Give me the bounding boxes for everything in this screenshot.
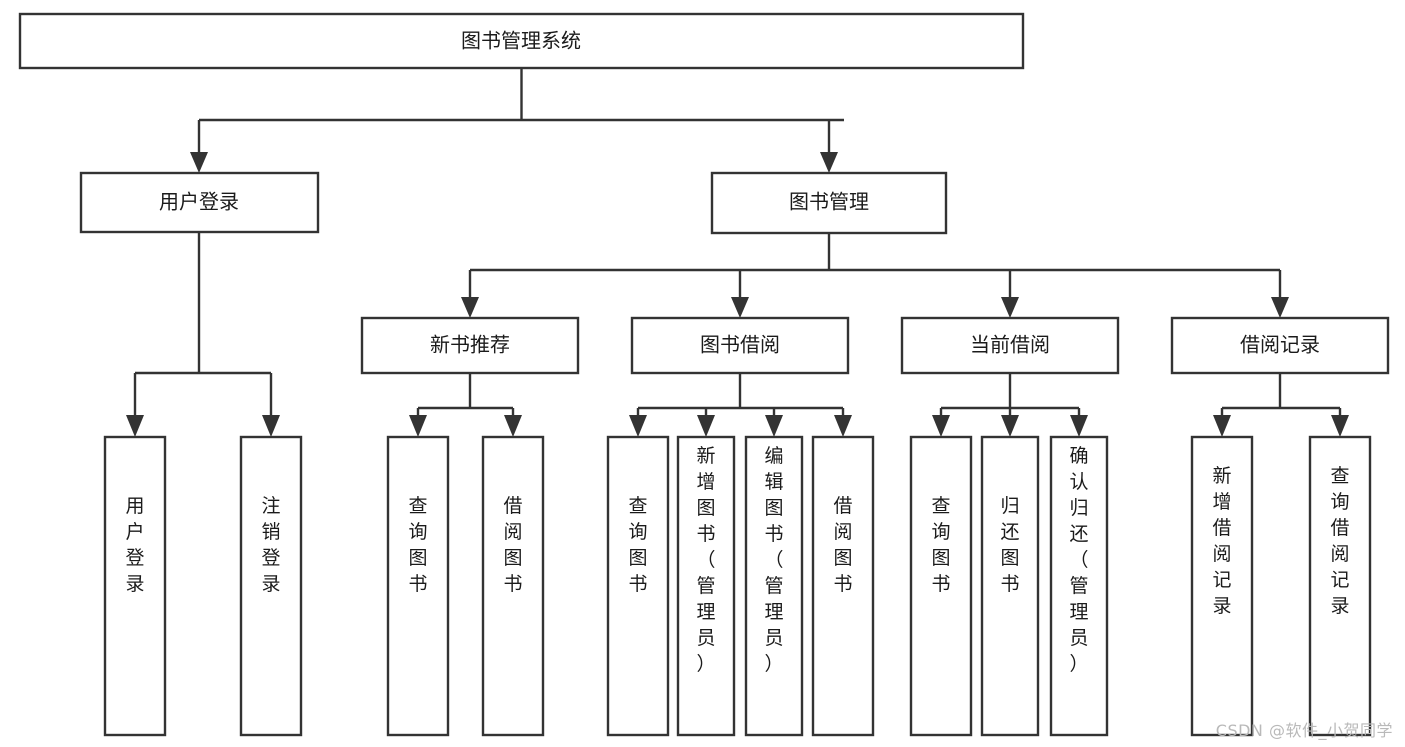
arrowhead-leaf-query-book-1 <box>409 415 427 437</box>
arrowhead-new-book-recommend <box>461 297 479 318</box>
node-leaf-borrow-book-1[interactable]: 借阅图书 <box>481 435 545 737</box>
node-leaf-borrow-book-2-box[interactable] <box>811 435 875 737</box>
arrowhead-borrow-record <box>1271 297 1289 318</box>
node-leaf-query-book-3[interactable]: 查询图书 <box>909 435 973 737</box>
node-leaf-query-book-1-box[interactable] <box>386 435 450 737</box>
node-leaf-add-book[interactable]: 新增图书（管理员） <box>676 435 736 737</box>
node-leaf-query-record-box[interactable] <box>1308 435 1372 737</box>
node-leaf-confirm-return[interactable]: 确认归还（管理员） <box>1049 435 1109 737</box>
node-leaf-query-record[interactable]: 查询借阅记录 <box>1308 435 1372 737</box>
node-leaf-query-book-3-box[interactable] <box>909 435 973 737</box>
node-leaf-borrow-book-1-label: 借阅图书 <box>503 495 522 595</box>
node-leaf-logout-login[interactable]: 注销登录 <box>239 435 303 737</box>
node-leaf-user-login[interactable]: 用户登录 <box>103 435 167 737</box>
node-leaf-borrow-book-1-box[interactable] <box>481 435 545 737</box>
node-current-borrow-box[interactable] <box>900 316 1120 375</box>
arrowhead-leaf-edit-book <box>765 415 783 437</box>
node-leaf-query-book-1-label: 查询图书 <box>408 495 427 595</box>
node-borrow-record-box[interactable] <box>1170 316 1390 375</box>
arrowhead-user-login <box>190 152 208 173</box>
connector-group-book-manage <box>461 234 1289 318</box>
node-leaf-borrow-book-2[interactable]: 借阅图书 <box>811 435 875 737</box>
connector-group-borrow-record <box>1213 374 1349 437</box>
node-leaf-add-book-label: 新增图书（管理员） <box>696 445 715 675</box>
node-user-login-box[interactable] <box>79 171 320 234</box>
node-new-book-recommend-box[interactable] <box>360 316 580 375</box>
node-leaf-confirm-return-box[interactable] <box>1049 435 1109 737</box>
node-leaf-user-login-box[interactable] <box>103 435 167 737</box>
node-root-label: 图书管理系统 <box>461 29 581 53</box>
arrowhead-book-manage <box>820 152 838 173</box>
arrowhead-leaf-add-record <box>1213 415 1231 437</box>
node-leaf-add-record[interactable]: 新增借阅记录 <box>1190 435 1254 737</box>
node-leaf-logout-login-box[interactable] <box>239 435 303 737</box>
connector-group-user-login <box>126 232 280 437</box>
arrowhead-leaf-logout-login <box>262 415 280 437</box>
arrowhead-book-borrow <box>731 297 749 318</box>
node-leaf-logout-login-label: 注销登录 <box>261 495 280 595</box>
node-root[interactable]: 图书管理系统 <box>18 12 1025 70</box>
node-borrow-record-label: 借阅记录 <box>1240 333 1320 357</box>
node-leaf-query-record-label: 查询借阅记录 <box>1330 465 1349 617</box>
arrowhead-leaf-user-login <box>126 415 144 437</box>
arrowhead-leaf-query-record <box>1331 415 1349 437</box>
arrowhead-current-borrow <box>1001 297 1019 318</box>
node-leaf-query-book-2-box[interactable] <box>606 435 670 737</box>
csdn-watermark: CSDN @软件_小贺同学 <box>1215 721 1393 740</box>
node-root-box[interactable] <box>18 12 1025 70</box>
node-borrow-record[interactable]: 借阅记录 <box>1170 316 1390 375</box>
arrowhead-leaf-query-book-3 <box>932 415 950 437</box>
node-book-borrow-box[interactable] <box>630 316 850 375</box>
node-leaf-add-record-label: 新增借阅记录 <box>1212 465 1231 617</box>
node-leaf-query-book-2-label: 查询图书 <box>628 495 647 595</box>
connector-group-current-borrow <box>932 374 1088 437</box>
node-leaf-add-book-box[interactable] <box>676 435 736 737</box>
node-leaf-edit-book-label: 编辑图书（管理员） <box>764 445 783 675</box>
arrowhead-leaf-return-book <box>1001 415 1019 437</box>
node-user-login[interactable]: 用户登录 <box>79 171 320 234</box>
node-leaf-query-book-3-label: 查询图书 <box>931 495 950 595</box>
node-leaf-user-login-label: 用户登录 <box>125 495 144 595</box>
node-book-borrow-label: 图书借阅 <box>700 333 780 357</box>
arrowhead-leaf-borrow-book-2 <box>834 415 852 437</box>
node-book-manage-box[interactable] <box>710 171 948 235</box>
node-user-login-label: 用户登录 <box>159 190 239 214</box>
node-leaf-edit-book[interactable]: 编辑图书（管理员） <box>744 435 804 737</box>
node-current-borrow-label: 当前借阅 <box>970 333 1050 357</box>
arrowhead-leaf-borrow-book-1 <box>504 415 522 437</box>
node-new-book-recommend[interactable]: 新书推荐 <box>360 316 580 375</box>
node-book-manage-label: 图书管理 <box>789 190 869 214</box>
node-leaf-query-book-2[interactable]: 查询图书 <box>606 435 670 737</box>
connector-group-root <box>190 68 844 173</box>
arrowhead-leaf-add-book <box>697 415 715 437</box>
arrowhead-leaf-confirm-return <box>1070 415 1088 437</box>
node-leaf-confirm-return-label: 确认归还（管理员） <box>1069 445 1088 675</box>
node-leaf-edit-book-box[interactable] <box>744 435 804 737</box>
connector-group-new-book-recommend <box>409 374 522 437</box>
node-book-borrow[interactable]: 图书借阅 <box>630 316 850 375</box>
node-current-borrow[interactable]: 当前借阅 <box>900 316 1120 375</box>
connector-group-book-borrow <box>629 374 852 437</box>
node-leaf-borrow-book-2-label: 借阅图书 <box>833 495 852 595</box>
node-new-book-recommend-label: 新书推荐 <box>430 333 510 357</box>
node-leaf-return-book-box[interactable] <box>980 435 1040 737</box>
arrowhead-leaf-query-book-2 <box>629 415 647 437</box>
node-leaf-return-book-label: 归还图书 <box>1000 495 1019 595</box>
node-leaf-query-book-1[interactable]: 查询图书 <box>386 435 450 737</box>
node-book-manage[interactable]: 图书管理 <box>710 171 948 235</box>
node-leaf-add-record-box[interactable] <box>1190 435 1254 737</box>
node-leaf-return-book[interactable]: 归还图书 <box>980 435 1040 737</box>
